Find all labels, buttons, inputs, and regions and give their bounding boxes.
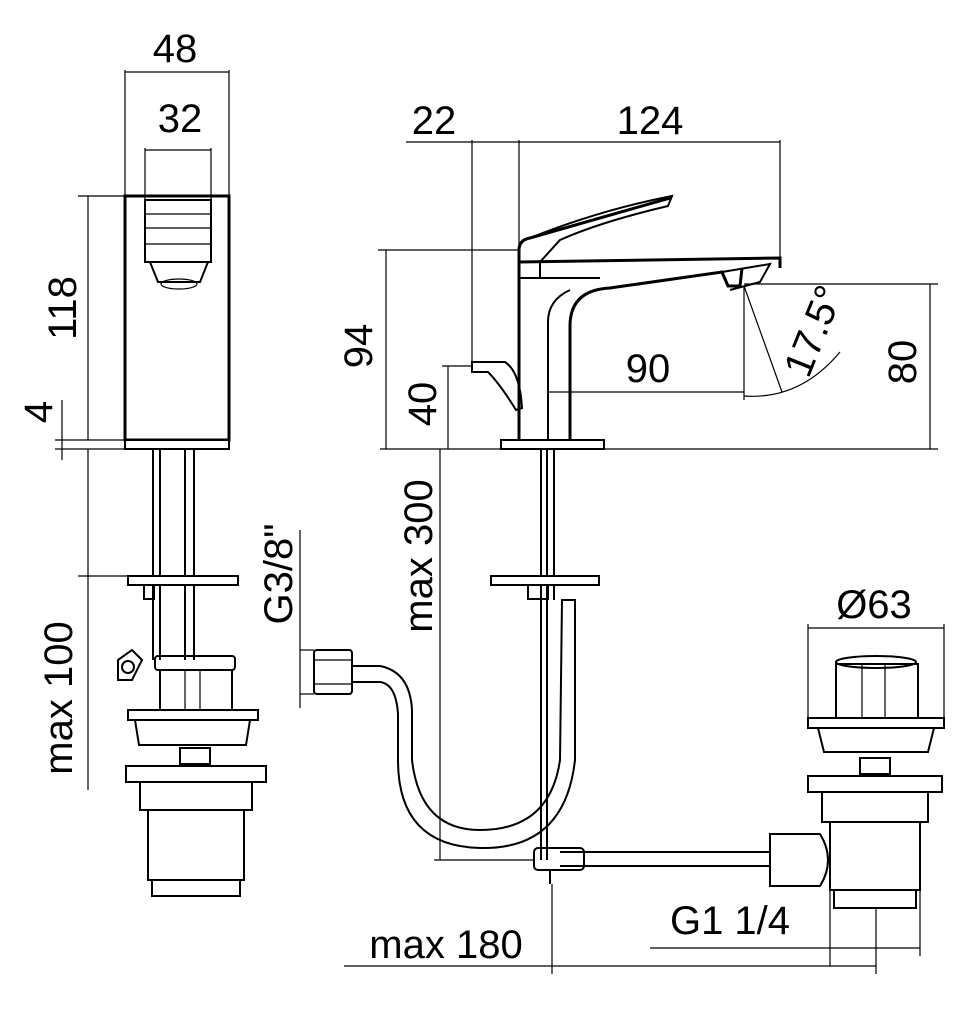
dim-80-label: 80	[881, 340, 925, 385]
side-small-lever	[471, 361, 524, 412]
dim-max300-label: max 300	[397, 479, 441, 632]
side-base-plate	[500, 439, 605, 450]
dim-max180-label: max 180	[369, 923, 522, 967]
dim-118-label: 118	[41, 276, 85, 340]
dim-max100-label: max 100	[37, 621, 81, 774]
side-view: 22 124 94 40 90 17.5° 80 max 300 G3/8"	[257, 99, 945, 974]
side-waste-nut	[807, 775, 943, 793]
dim-d63-label: Ø63	[836, 583, 912, 627]
front-lever-link	[117, 648, 144, 681]
side-fixing-plate	[490, 575, 600, 586]
dim-g38-label: G3/8"	[257, 524, 301, 625]
dim-40-label: 40	[401, 382, 445, 427]
dim-4-label: 4	[17, 401, 61, 423]
front-waste-tail	[147, 809, 245, 881]
side-lever	[529, 194, 674, 263]
side-hose-nut	[313, 649, 353, 695]
side-spout	[568, 267, 744, 440]
front-nut	[125, 765, 267, 783]
front-aerator	[149, 261, 209, 283]
dim-48-label: 48	[153, 27, 198, 71]
side-waste-tail	[829, 821, 921, 891]
side-body-top	[518, 256, 782, 268]
side-overflow-connector	[769, 833, 829, 887]
dim-124-label: 124	[617, 99, 684, 143]
front-fixing-plate	[127, 575, 239, 586]
front-tap-body	[123, 194, 231, 442]
front-base-plate	[124, 439, 230, 450]
dim-g114-label: G1 1/4	[670, 899, 790, 943]
dim-22-label: 22	[412, 99, 457, 143]
front-view: 48 32 118 4 max 100	[17, 27, 267, 897]
dim-32-label: 32	[158, 97, 203, 141]
dim-angle-label: 17.5°	[776, 279, 852, 383]
side-flex-hose	[352, 599, 576, 850]
side-waste-cap	[835, 655, 917, 669]
side-rod-clamp	[533, 847, 585, 871]
front-spout-head	[144, 199, 212, 263]
dim-90-label: 90	[626, 347, 671, 391]
dim-94-label: 94	[337, 324, 381, 369]
